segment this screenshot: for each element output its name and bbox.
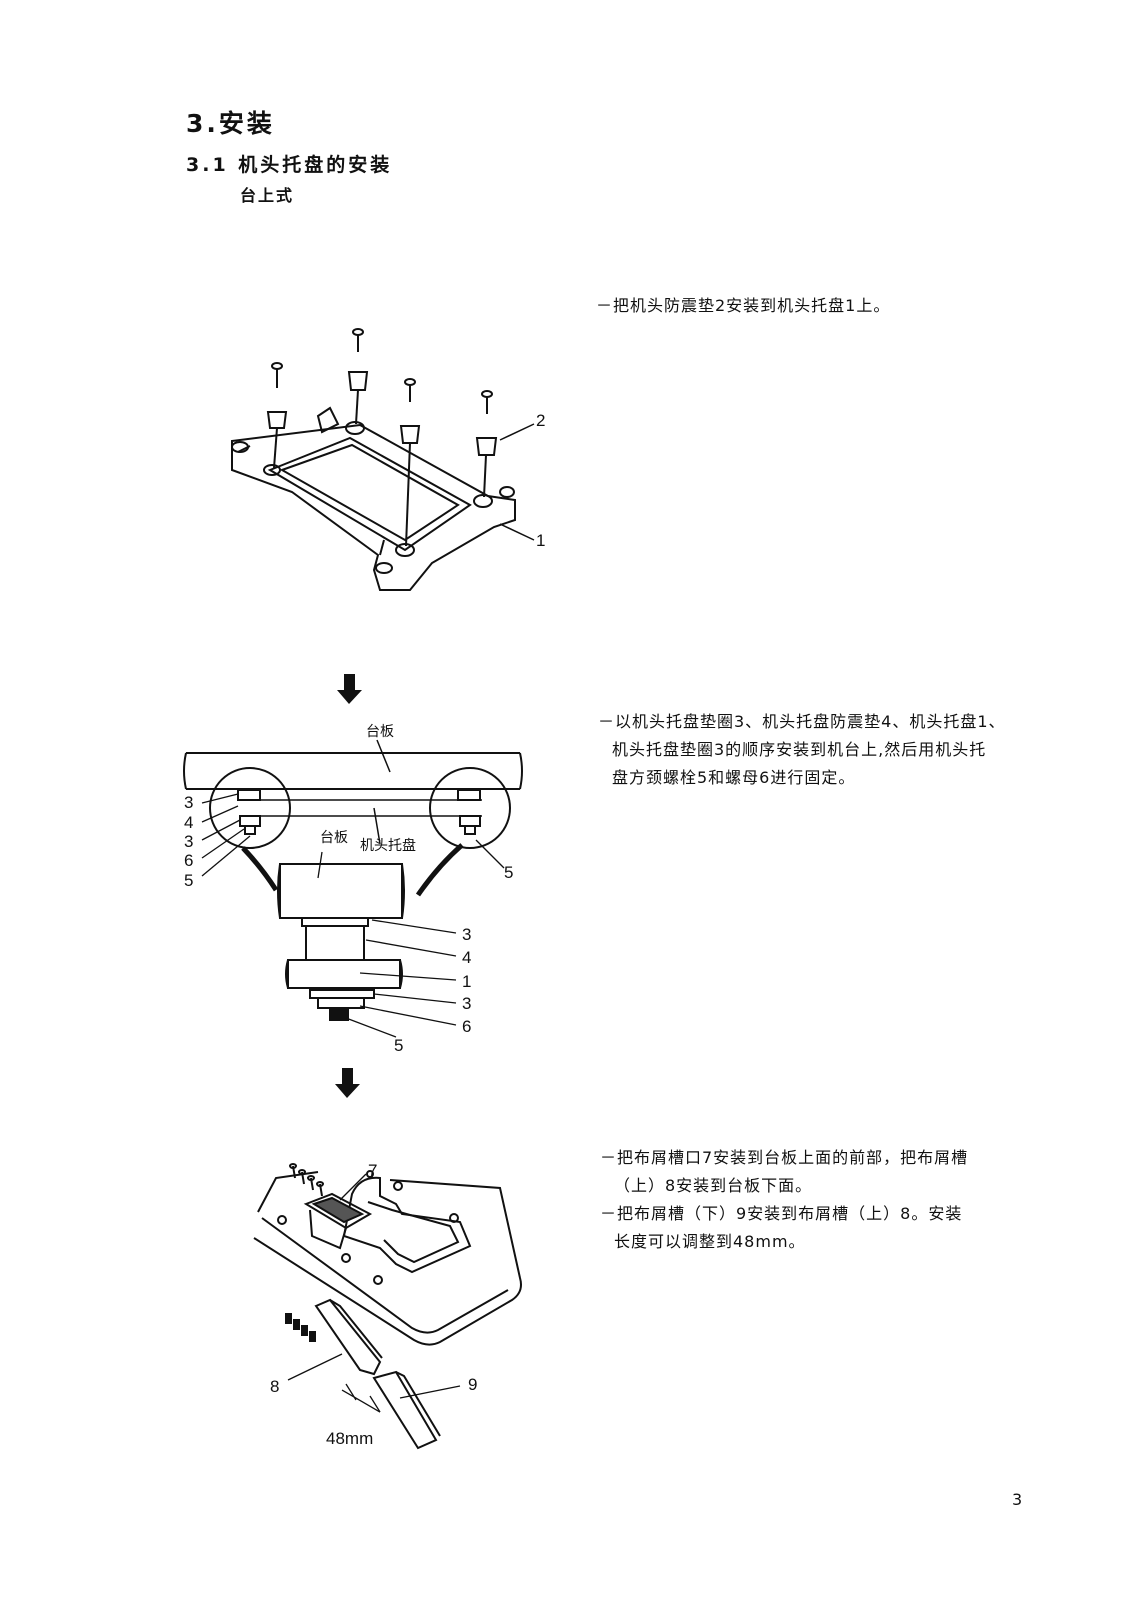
step-3-text: －把布屑槽口7安装到台板上面的前部，把布屑槽 （上）8安装到台板下面。 －把布屑…: [600, 1144, 968, 1256]
screw-3-icon: [399, 378, 421, 547]
fig3-callout-8: 8: [270, 1377, 279, 1396]
fig2-left-callout-1: 3: [184, 793, 193, 812]
step-3-line-3: －把布屑槽（下）9安装到布屑槽（上）8。安装: [600, 1204, 963, 1223]
step-1-line-1: －把机头防震垫2安装到机头托盘1上。: [596, 296, 891, 315]
section-title: 3.安装: [186, 109, 275, 138]
fig3-callout-9: 9: [468, 1375, 477, 1394]
step-2-line-2: 机头托盘垫圈3的顺序安装到机台上,然后用机头托: [612, 740, 987, 759]
step-2-line-3: 盘方颈螺栓5和螺母6进行固定。: [612, 768, 856, 787]
step-3-line-4: 长度可以调整到48mm。: [614, 1232, 806, 1251]
section-subsubtitle: 台上式: [240, 186, 295, 205]
fig2-stack-callout-3: 1: [462, 972, 471, 991]
fig2-stack-callout-5: 6: [462, 1017, 471, 1036]
figure-head-tray-cushions: [231, 328, 535, 591]
arrow-down-icon: [337, 674, 362, 704]
step-2-text: －以机头托盘垫圈3、机头托盘防震垫4、机头托盘1、 机头托盘垫圈3的顺序安装到机…: [598, 708, 1006, 792]
figure-tray-mounting: [183, 739, 523, 1038]
fig2-left-callout-5: 5: [184, 871, 193, 890]
arrow-down-icon: [335, 1068, 360, 1098]
fig2-stack-callout-1: 3: [462, 925, 471, 944]
screw-group-icon: [285, 1313, 316, 1342]
fig1-callout-1: 1: [536, 531, 545, 550]
section-subtitle: 3.1 机头托盘的安装: [186, 154, 393, 176]
fig2-label-table: 台板: [366, 723, 394, 739]
fig2-stack-callout-2: 4: [462, 948, 471, 967]
fig2-label-table-inner: 台板: [320, 829, 348, 845]
fig2-left-callout-3: 3: [184, 832, 193, 851]
step-2-line-1: －以机头托盘垫圈3、机头托盘防震垫4、机头托盘1、: [598, 712, 1006, 731]
fig2-left-callout-4: 6: [184, 851, 193, 870]
fig1-callout-2: 2: [536, 411, 545, 430]
step-3-line-1: －把布屑槽口7安装到台板上面的前部，把布屑槽: [600, 1148, 969, 1167]
fig2-left-callout-2: 4: [184, 813, 193, 832]
fig2-right-callout: 5: [504, 863, 513, 882]
screw-4-icon: [475, 390, 498, 498]
fig3-dimension-label: 48mm: [326, 1429, 373, 1448]
fig2-stack-callout-4: 3: [462, 994, 471, 1013]
step-1-text: －把机头防震垫2安装到机头托盘1上。: [596, 292, 890, 320]
screw-1-icon: [266, 362, 288, 469]
figure-chip-tray: [253, 1163, 522, 1450]
fig2-label-tray: 机头托盘: [360, 837, 416, 853]
screw-2-icon: [347, 328, 369, 425]
fig3-callout-7: 7: [368, 1161, 377, 1180]
fig2-bottom-callout: 5: [394, 1036, 403, 1055]
step-3-line-2: （上）8安装到台板下面。: [614, 1176, 813, 1195]
screw-group-icon: [289, 1163, 324, 1197]
page-number: 3: [1012, 1490, 1023, 1509]
